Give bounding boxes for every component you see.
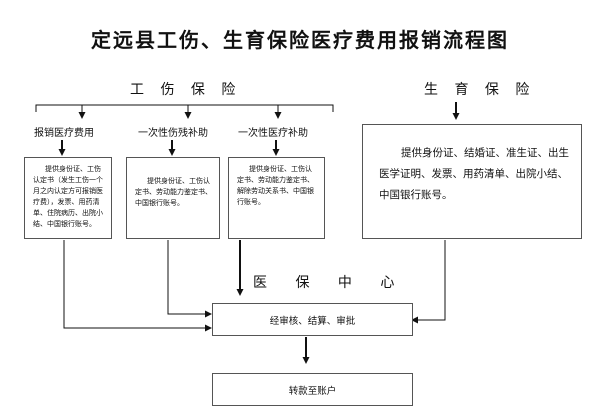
requirements-box-medical-subsidy: 提供身份证、工伤认定书、劳动能力鉴定书、解除劳动关系书、中国银行账号。 <box>228 157 325 239</box>
diagram-title: 定远县工伤、生育保险医疗费用报销流程图 <box>91 28 509 52</box>
branch-label-disability-subsidy: 一次性伤残补助 <box>138 128 208 139</box>
medical-insurance-center-label: 医 保 中 心 <box>253 275 407 291</box>
requirements-box-medical-reimbursement: 提供身份证、工伤认定书（发生工伤一个月之内认定方可报销医疗费），发票、用药清单、… <box>24 157 112 239</box>
requirements-box-maternity: 提供身份证、结婚证、准生证、出生医学证明、发票、用药清单、出院小结、中国银行账号… <box>362 124 582 239</box>
branch-label-medical-subsidy: 一次性医疗补助 <box>238 128 308 139</box>
line-box1-to-process <box>63 240 212 332</box>
requirements-box-disability-subsidy: 提供身份证、工伤认定书、劳动能力鉴定书、中国银行账号。 <box>126 157 220 239</box>
line-box2-to-process <box>167 240 212 318</box>
maternity-heading: 生 育 保 险 <box>424 82 536 98</box>
payout-box: 转款至账户 <box>212 373 413 406</box>
line-maternity-to-process <box>411 240 446 324</box>
work-injury-bracket <box>35 104 334 112</box>
process-box: 经审核、结算、审批 <box>212 303 413 336</box>
branch-label-medical-reimbursement: 报销医疗费用 <box>34 128 94 139</box>
work-injury-heading: 工 伤 保 险 <box>130 82 242 98</box>
